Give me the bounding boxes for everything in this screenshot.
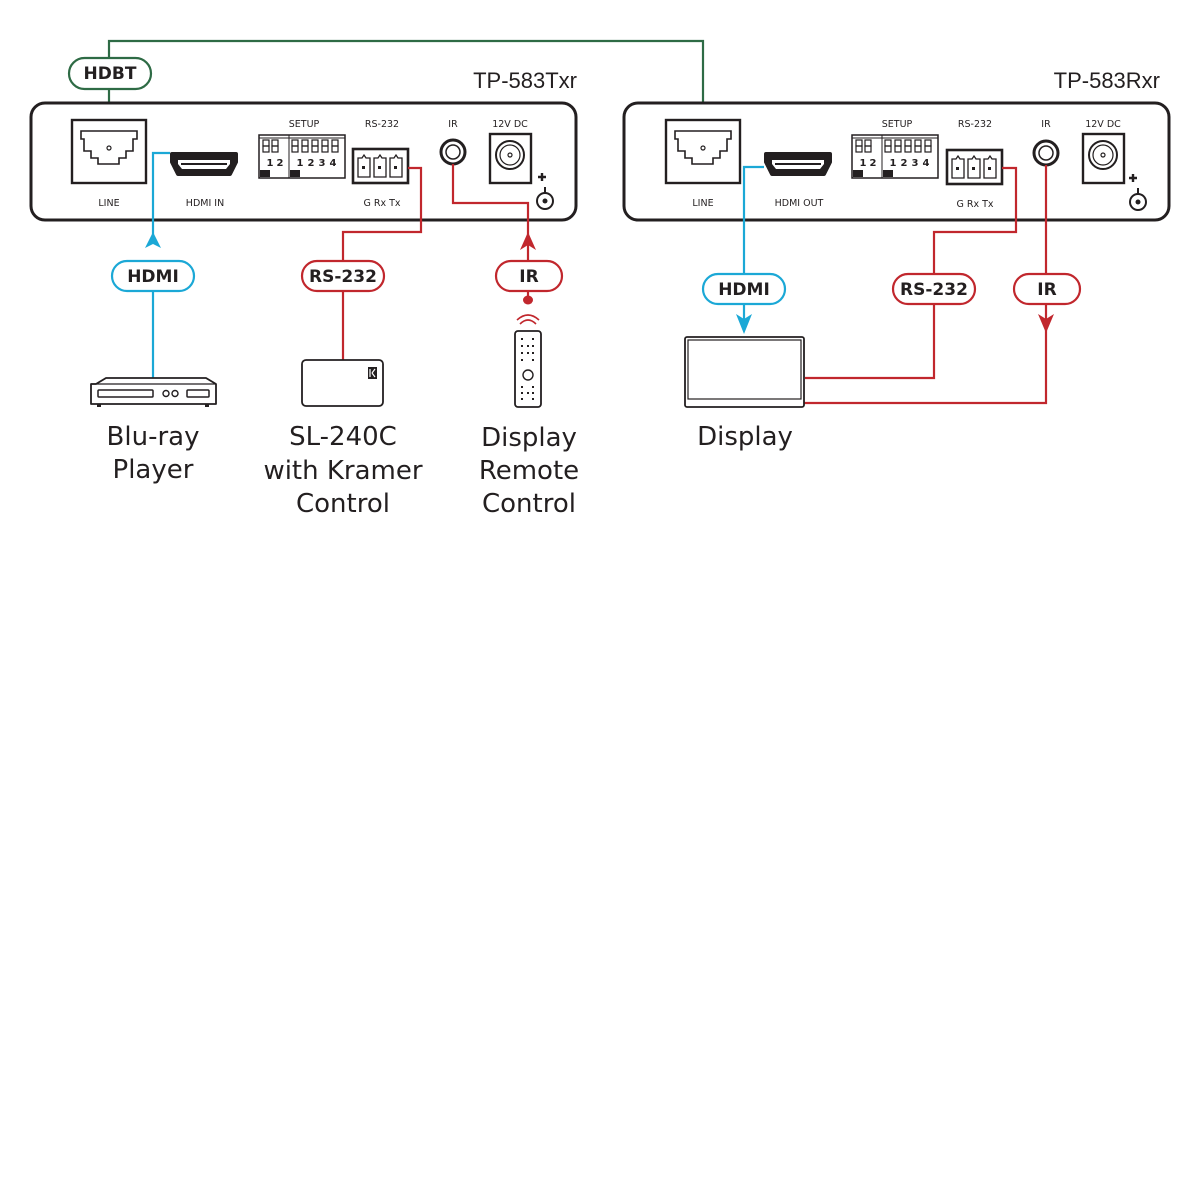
control-keypad-icon [301, 359, 384, 407]
dip-number: 4 [330, 158, 337, 169]
dip-number: 3 [912, 158, 919, 169]
rx-hdmi-port [764, 152, 832, 176]
display-label: Display [697, 422, 793, 452]
tx-line-port [70, 118, 148, 185]
rx-ir-pill: IR [1012, 272, 1082, 306]
rx-hdmi-pill: HDMI [701, 272, 787, 306]
tx-hdmi-port [170, 152, 238, 176]
dip-number: 1 [297, 158, 304, 169]
tx-line-label: LINE [98, 198, 119, 209]
rx-ir-label: IR [1041, 119, 1051, 130]
tx-hdmi-label: HDMI IN [186, 198, 224, 209]
rx-rs232-terminal-block [945, 148, 1004, 186]
polarity-icon [536, 173, 554, 210]
rx-hdmi-cable [736, 165, 764, 334]
rx-rs232-pill-label: RS-232 [900, 280, 968, 300]
tx-ir-pill: IR [494, 259, 564, 293]
rx-hdmi-label: HDMI OUT [775, 198, 824, 209]
rx-ir-pill-label: IR [1037, 280, 1056, 300]
rx-ir-jack [1032, 139, 1060, 167]
rx-rs232-cable [805, 166, 1018, 380]
rx-setup-dip-switch[interactable]: 1 2 1 2 3 4 [851, 134, 939, 179]
rx-rs232-pill: RS-232 [891, 272, 977, 306]
tx-ir-cable [451, 164, 536, 305]
tx-setup-dip-switch[interactable]: 1 2 1 2 3 4 [258, 134, 346, 179]
rx-hdmi-pill-label: HDMI [718, 280, 770, 300]
tx-rs232-label: RS-232 [365, 119, 399, 130]
tx-power-label: 12V DC [492, 119, 528, 130]
remote-label-line1: Display [481, 423, 577, 453]
tx-hdmi-pill-label: HDMI [127, 267, 179, 287]
tx-rs232-pill: RS-232 [300, 259, 386, 293]
bluray-label-line2: Player [113, 455, 194, 485]
rx-power-label: 12V DC [1085, 119, 1121, 130]
rj45-icon [80, 130, 138, 165]
remote-control-icon [514, 314, 542, 408]
dip-number: 1 [860, 158, 867, 169]
tx-rs232-pins-label: G Rx Tx [363, 198, 400, 209]
tx-hdmi-cable [145, 151, 170, 378]
dip-number: 2 [901, 158, 908, 169]
display-icon [684, 336, 805, 408]
bluray-player-icon [90, 377, 217, 407]
tx-ir-jack [439, 138, 467, 166]
dip-number: 1 [890, 158, 897, 169]
polarity-icon [1129, 174, 1147, 211]
transmitter-model-title: TP-583Txr [473, 68, 577, 93]
tx-ir-pill-label: IR [519, 267, 538, 287]
receiver-panel: LINE HDMI OUT SETUP 1 [622, 101, 1171, 222]
dip-number: 3 [319, 158, 326, 169]
dip-number: 2 [308, 158, 315, 169]
tx-power-jack [488, 132, 533, 185]
dip-number: 2 [870, 158, 877, 169]
remote-label-line3: Control [482, 489, 576, 519]
rx-rs232-label: RS-232 [958, 119, 992, 130]
tx-rs232-terminal-block [351, 147, 410, 185]
controller-label-line1: SL-240C [289, 422, 397, 452]
tx-rs232-cable [341, 166, 423, 360]
hdbt-pill: HDBT [67, 56, 153, 91]
hdbt-label: HDBT [84, 64, 137, 84]
dip-number: 2 [277, 158, 284, 169]
bluray-label-line1: Blu-ray [107, 422, 200, 452]
rx-power-jack [1081, 132, 1126, 185]
receiver-model-title: TP-583Rxr [1054, 68, 1160, 93]
controller-label-line3: Control [296, 489, 390, 519]
tx-ir-label: IR [448, 119, 458, 130]
dip-number: 1 [267, 158, 274, 169]
rj45-icon [674, 130, 732, 165]
rx-line-port [664, 118, 742, 185]
transmitter-panel: LINE HDMI IN SETUP [29, 101, 578, 222]
dip-number: 4 [923, 158, 930, 169]
tx-rs232-pill-label: RS-232 [309, 267, 377, 287]
rx-setup-label: SETUP [882, 119, 913, 130]
rx-ir-cable [800, 165, 1054, 406]
rx-line-label: LINE [692, 198, 713, 209]
rx-rs232-pins-label: G Rx Tx [956, 199, 993, 210]
tx-setup-label: SETUP [289, 119, 320, 130]
remote-label-line2: Remote [479, 456, 579, 486]
tx-hdmi-pill: HDMI [110, 259, 196, 293]
controller-label-line2: with Kramer [263, 456, 422, 486]
